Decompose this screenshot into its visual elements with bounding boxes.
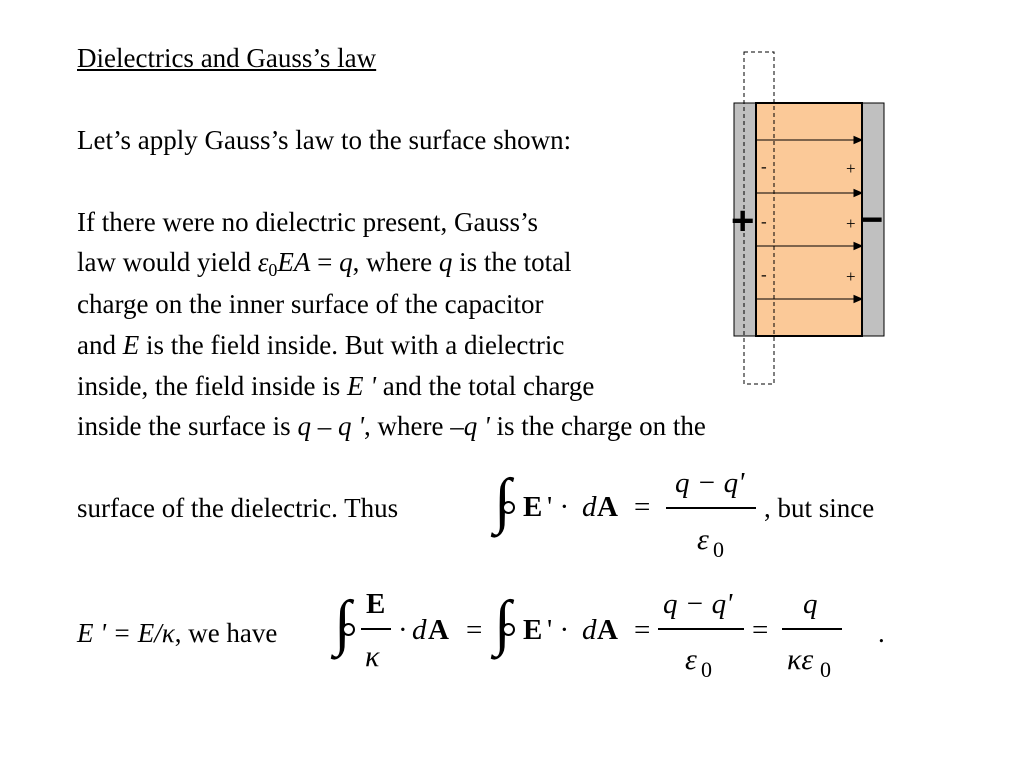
induced-plus: +	[846, 214, 856, 233]
arrow-head-icon	[853, 135, 864, 145]
arrow-head-icon	[853, 294, 864, 304]
closed-surface-icon	[502, 501, 515, 514]
induced-plus: +	[846, 267, 856, 286]
field-lines	[756, 135, 864, 304]
fraction-bar	[782, 628, 842, 630]
induced-minus: -	[761, 265, 767, 284]
paragraph-2-line-3: charge on the inner surface of the capac…	[77, 289, 544, 319]
paragraph-2-line-7-end: , but since	[764, 493, 875, 523]
fraction-bar	[666, 507, 756, 509]
paragraph-2-line-1: If there were no dielectric present, Gau…	[77, 207, 539, 237]
induced-minus: -	[761, 157, 767, 176]
capacitor-diagram: - + - + - + + −	[731, 51, 885, 385]
fraction-bar	[658, 628, 744, 630]
paragraph-2-line-7: surface of the dielectric. Thus	[77, 493, 399, 523]
page-title: Dielectrics and Gauss’s law	[77, 43, 377, 73]
paragraph-1: Let’s apply Gauss’s law to the surface s…	[77, 125, 572, 155]
paragraph-2-line-8-end: .	[878, 618, 885, 648]
fraction-bar	[361, 628, 391, 630]
paragraph-2-line-6: inside the surface is q – q ', where –q …	[77, 411, 706, 441]
paragraph-2-line-5: inside, the field inside is E ' and the …	[77, 371, 595, 401]
closed-surface-icon	[342, 623, 355, 636]
gaussian-surface	[743, 51, 775, 385]
arrow-head-icon	[853, 241, 864, 251]
paragraph-2-line-2: law would yield ε0EA = q, where q is the…	[77, 247, 572, 280]
arrow-head-icon	[853, 188, 864, 198]
induced-plus: +	[846, 159, 856, 178]
paragraph-2-line-4: and E is the field inside. But with a di…	[77, 330, 565, 360]
plate-plus-sign: +	[731, 199, 754, 243]
plate-minus-sign: −	[860, 198, 883, 242]
closed-surface-icon	[502, 623, 515, 636]
paragraph-2-line-8: E ' = E/κ, we have	[77, 618, 278, 648]
induced-minus: -	[761, 212, 767, 231]
